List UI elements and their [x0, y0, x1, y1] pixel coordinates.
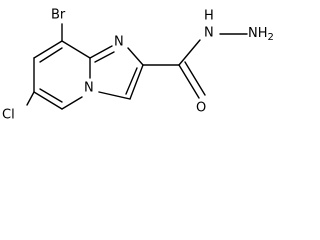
bond-c8-c7 [33, 40, 63, 59]
bond-c7-c8-inner [39, 47, 63, 63]
bond-c6-cl [26, 91, 35, 106]
atom-n-bridgehead: N [84, 81, 94, 96]
bonds [26, 23, 248, 110]
atom-nh2-main: NH [248, 26, 268, 41]
bond-carbonyl-o-double [184, 61, 206, 96]
bond-c3-n4 [98, 91, 131, 100]
bond-n1-c2 [127, 47, 144, 66]
bond-c8a-n1 [89, 45, 113, 59]
bond-c2-c3-inner [125, 67, 138, 95]
atom-nh2-sub: 2 [268, 32, 274, 43]
atom-n-hydrazide: N [204, 26, 214, 41]
atom-h-hydrazide: H [204, 9, 214, 24]
bond-c6-c5 [33, 91, 63, 110]
bond-c2-c3 [129, 64, 144, 100]
atom-labels: Br Cl N N H N NH2 O [2, 8, 274, 123]
bond-c6-c5-inner [39, 88, 63, 103]
bond-c8a-n1-double [94, 51, 115, 63]
bond-c5-n4 [61, 96, 83, 110]
atom-o-carbonyl: O [196, 101, 206, 116]
atom-nh2: NH2 [248, 26, 274, 44]
atom-n-imidazole: N [114, 35, 124, 50]
molecule-structure: Br Cl N N H N NH2 O [2, 8, 274, 123]
atom-br: Br [51, 8, 66, 23]
bond-carbonyl-o [178, 64, 200, 99]
atom-cl: Cl [2, 108, 15, 123]
bond-c8-c8a [61, 40, 91, 59]
bond-carbonyl-nh [178, 39, 201, 66]
